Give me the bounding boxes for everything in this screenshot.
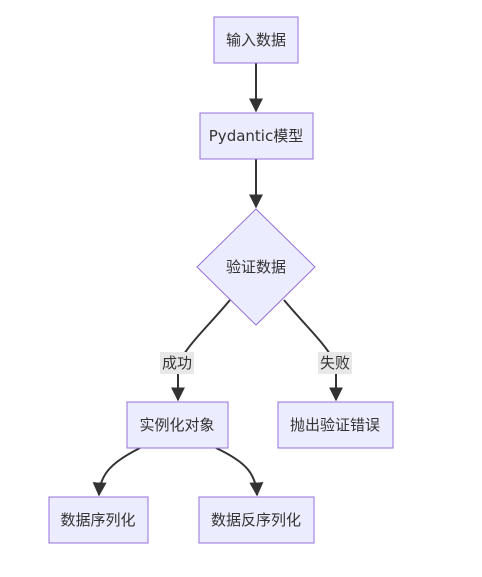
node-deserialize-label: 数据反序列化 — [211, 511, 301, 529]
node-validate: 验证数据 — [196, 208, 316, 326]
edge-validate-to-instance — [171, 299, 231, 402]
edge-label-failure-text: 失败 — [320, 354, 350, 372]
node-serialize-label: 数据序列化 — [60, 511, 135, 529]
node-model-label: Pydantic模型 — [209, 127, 303, 145]
edge-label-failure: 失败 — [318, 352, 352, 374]
node-instance-label: 实例化对象 — [139, 416, 214, 434]
node-deserialize: 数据反序列化 — [198, 496, 315, 544]
edge-instance-to-deserialize — [215, 447, 264, 497]
edge-label-success-text: 成功 — [162, 354, 192, 372]
edge-label-success: 成功 — [160, 352, 194, 374]
node-model: Pydantic模型 — [199, 112, 314, 160]
edge-instance-to-serialize — [92, 447, 141, 497]
node-input: 输入数据 — [213, 16, 299, 64]
node-serialize: 数据序列化 — [48, 496, 149, 544]
node-validate-label: 验证数据 — [226, 258, 286, 276]
node-error: 抛出验证错误 — [277, 401, 394, 449]
node-instance: 实例化对象 — [126, 401, 229, 449]
node-error-label: 抛出验证错误 — [290, 416, 380, 434]
edge-validate-to-error — [283, 299, 343, 402]
node-input-label: 输入数据 — [226, 31, 286, 49]
